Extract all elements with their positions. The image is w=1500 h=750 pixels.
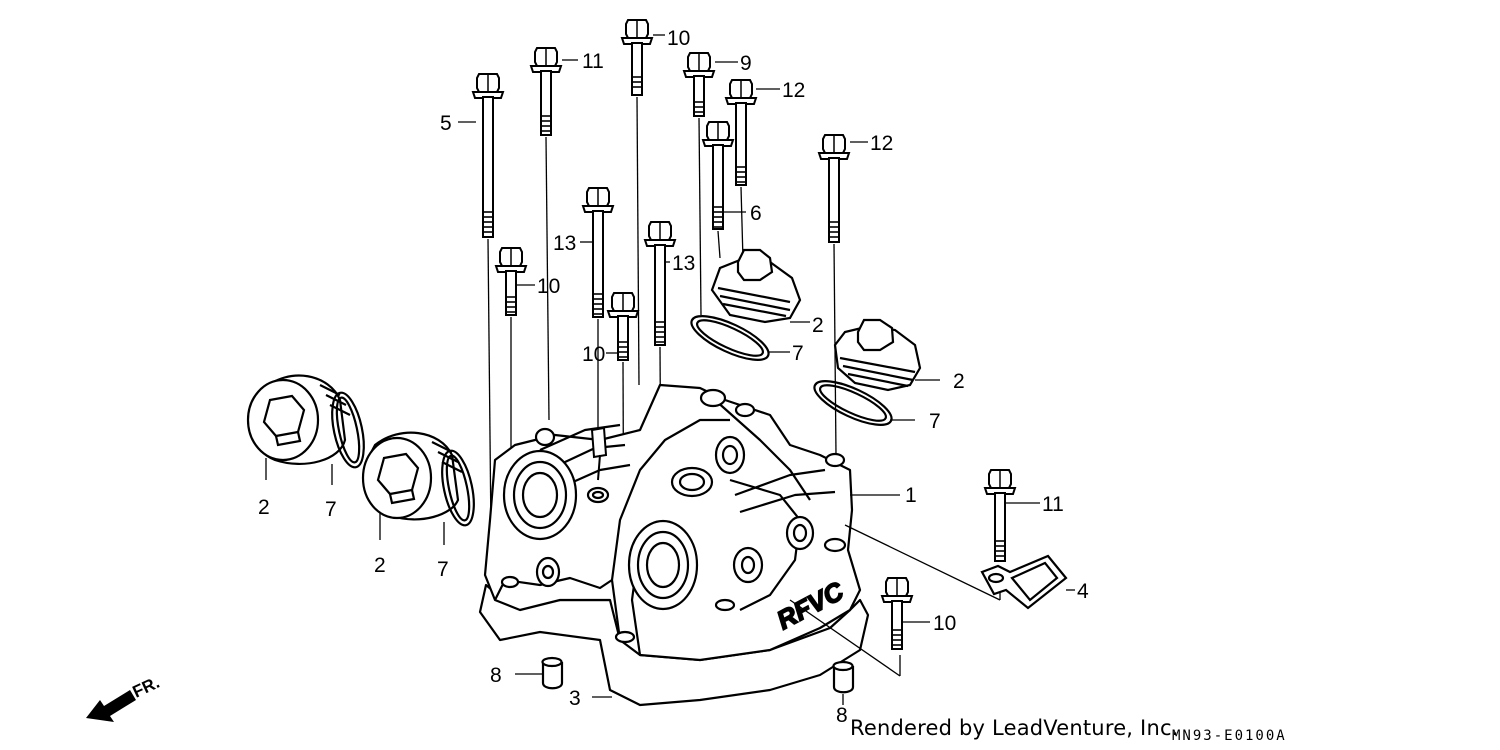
dowel-pin-left[interactable] [515,656,564,690]
callout-13-right: 13 [672,252,695,275]
callout-labels: 5 11 10 9 12 12 6 13 13 10 10 2 7 2 7 1 … [258,27,1089,727]
bolt-5[interactable] [472,73,504,536]
bolt-12-top[interactable] [725,79,757,261]
bolt-9[interactable] [683,52,715,316]
callout-2-upper-1: 2 [812,314,824,337]
callout-7-left-2: 7 [437,558,449,581]
o-ring-left-2[interactable] [436,448,479,545]
callout-12-top: 12 [782,79,805,102]
callout-10-left: 10 [537,275,560,298]
callout-5: 5 [440,112,452,135]
callout-10-top: 10 [667,27,690,50]
callout-6: 6 [750,202,762,225]
bracket[interactable] [980,554,1075,610]
o-ring-left-1[interactable] [326,390,369,485]
callout-10-bottom: 10 [933,612,956,635]
callout-2-left-2: 2 [374,554,386,577]
front-arrow-icon: FR. [86,673,163,722]
dowel-pin-right[interactable] [832,660,855,705]
callout-13-left: 13 [553,232,576,255]
credit-text: Rendered by LeadVenture, Inc. [850,716,1179,740]
callout-2-left-1: 2 [258,496,270,519]
callout-7-left-1: 7 [325,498,337,521]
bolt-10-bottom[interactable] [881,577,913,650]
callout-8-left: 8 [490,664,502,687]
plug-cap-left-2[interactable] [361,431,463,540]
callout-4: 4 [1077,580,1089,603]
bolt-10-top[interactable] [621,19,653,386]
o-ring-upper-1[interactable] [686,308,790,369]
bolt-11-right[interactable] [984,469,1016,562]
callout-7-upper-2: 7 [929,410,941,433]
callout-2-upper-2: 2 [953,370,965,393]
callout-11-top: 11 [582,50,604,73]
bolt-12-right[interactable] [818,134,850,456]
callout-9: 9 [740,52,752,75]
callout-8-right: 8 [836,704,848,727]
bolt-11-top[interactable] [530,47,562,421]
plug-cap-left-1[interactable] [246,374,351,480]
callout-11-right: 11 [1042,493,1064,516]
plug-cap-upper-1[interactable] [710,248,810,324]
svg-text:FR.: FR. [130,673,163,702]
callout-12-right: 12 [870,132,893,155]
callout-7-upper-1: 7 [792,342,804,365]
callout-1: 1 [905,484,917,507]
spark-plug-holes [500,388,847,644]
breather-nipple [590,426,608,481]
bolt-6[interactable] [702,121,734,259]
o-ring-upper-2[interactable] [809,373,915,434]
plug-cap-upper-2[interactable] [833,318,940,392]
diagram-code: MN93-E0100A [1172,728,1287,744]
callout-3: 3 [569,687,581,710]
callout-10-center: 10 [582,343,605,366]
